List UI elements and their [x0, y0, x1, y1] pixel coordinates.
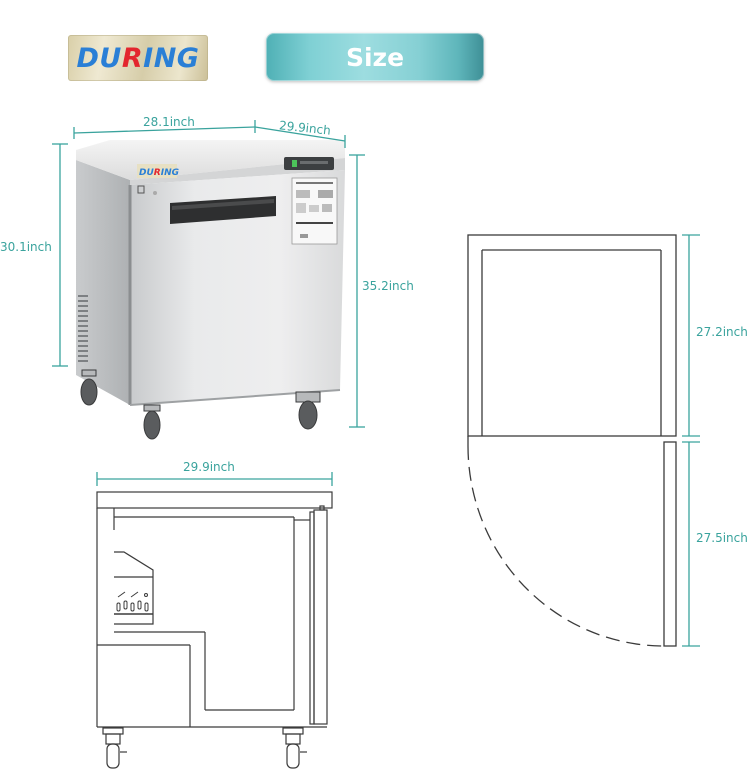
size-title: Size	[345, 42, 405, 72]
caster-wheels	[80, 369, 321, 440]
during-logo: DURING	[68, 35, 208, 81]
photo-width-label: 28.1inch	[143, 115, 195, 129]
side-depth-label: 29.9inch	[183, 460, 235, 474]
photo-total-height-label: 35.2inch	[362, 279, 414, 293]
svg-text:DURING: DURING	[139, 168, 179, 178]
top-view-drawing	[467, 234, 677, 647]
cabinet-front	[130, 170, 345, 405]
cabinet-side-panel	[76, 160, 130, 405]
top-cabinet-depth-label: 27.2inch	[696, 325, 748, 339]
front-badge	[137, 164, 177, 178]
evaporator-slots	[114, 591, 153, 615]
top-door-swing-label: 27.5inch	[696, 531, 748, 545]
photo-cabinet-height-label: 30.1inch	[0, 240, 52, 254]
photo-dimension-lines	[52, 120, 365, 428]
side-view-drawing	[96, 491, 333, 728]
side-view-casters	[102, 727, 307, 769]
top-view-dimension-lines	[682, 234, 700, 647]
logo-text: DURING	[76, 42, 200, 74]
door-swing-arc	[467, 445, 665, 647]
side-view-dimension	[96, 472, 333, 486]
size-banner: Size	[266, 33, 484, 81]
